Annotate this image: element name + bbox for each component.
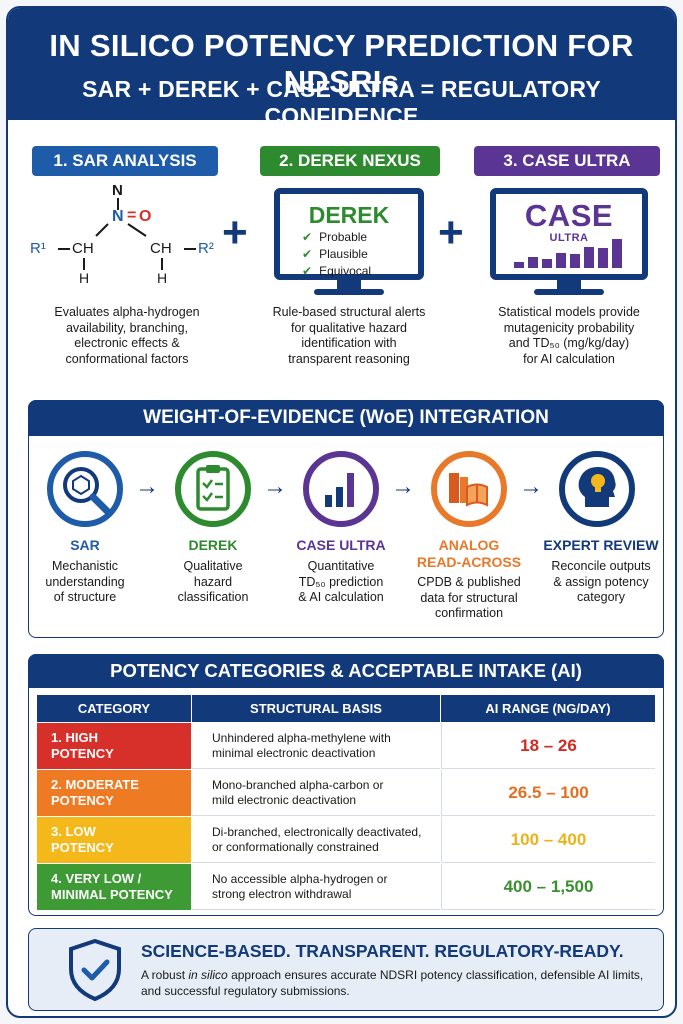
case-screen-title: CASE bbox=[524, 198, 614, 233]
case-bar bbox=[584, 247, 594, 268]
monitor-stand bbox=[337, 280, 361, 290]
woe-sar-circle bbox=[47, 451, 123, 527]
case-ultra-screen: CASE ULTRA bbox=[490, 188, 648, 280]
case-ultra-monitor: CASE ULTRA bbox=[490, 188, 648, 298]
infographic-frame: IN SILICO POTENCY PREDICTION FOR NDSRIs … bbox=[6, 6, 677, 1018]
header-category: CATEGORY bbox=[37, 695, 191, 722]
case-screen-subtitle: ULTRA bbox=[549, 232, 589, 244]
case-bar bbox=[612, 239, 622, 268]
header-banner: IN SILICO POTENCY PREDICTION FOR NDSRIs … bbox=[8, 8, 675, 129]
footer-text: A robust in silico approach ensures accu… bbox=[141, 968, 644, 998]
case-bar bbox=[556, 253, 566, 268]
woe-derek-circle bbox=[175, 451, 251, 527]
woe-case-label: CASE ULTRA bbox=[296, 537, 386, 553]
case-ultra-pill: 3. CASE ULTRA bbox=[474, 146, 660, 176]
footer-banner: SCIENCE-BASED. TRANSPARENT. REGULATORY-R… bbox=[28, 928, 664, 1011]
page-subtitle: SAR + DEREK + CASE ULTRA = REGULATORY CO… bbox=[82, 76, 601, 129]
derek-monitor: DEREK ✔Probable ✔Plausible ✔Equivocal bbox=[274, 188, 424, 298]
derek-equivocal: ✔Equivocal bbox=[302, 264, 372, 278]
check-icon: ✔ bbox=[302, 247, 313, 261]
flow-arrow-icon: → bbox=[391, 473, 415, 500]
case-bar bbox=[570, 254, 580, 268]
page-title: IN SILICO POTENCY PREDICTION FOR NDSRIs bbox=[49, 28, 634, 99]
flow-arrow-icon: → bbox=[519, 473, 543, 500]
sar-analysis-pill: 1. SAR ANALYSIS bbox=[32, 146, 218, 176]
molecule-oxygen: O bbox=[139, 208, 152, 225]
potency-range-cell: 100 – 400 bbox=[441, 817, 655, 863]
molecule-nitrogen: N bbox=[112, 208, 124, 225]
potency-basis-cell: Di-branched, electronically deactivated,… bbox=[192, 817, 440, 863]
potency-category-cell: 4. VERY LOW /MINIMAL POTENCY bbox=[37, 864, 191, 910]
potency-range-cell: 400 – 1,500 bbox=[441, 864, 655, 910]
woe-title-bar: WEIGHT-OF-EVIDENCE (WoE) INTEGRATION bbox=[28, 400, 664, 436]
bar-chart-icon bbox=[325, 473, 354, 507]
woe-derek-label: DEREK bbox=[188, 537, 238, 553]
woe-sar-label: SAR bbox=[70, 537, 100, 553]
monitor-base bbox=[534, 289, 604, 295]
head-lightbulb-icon bbox=[578, 467, 616, 507]
check-icon: ✔ bbox=[302, 264, 313, 278]
magnifier-molecule-icon bbox=[63, 467, 111, 515]
woe-panel: WEIGHT-OF-EVIDENCE (WoE) INTEGRATION bbox=[28, 400, 664, 638]
potency-range-cell: 18 – 26 bbox=[441, 723, 655, 769]
potency-panel: POTENCY CATEGORIES & ACCEPTABLE INTAKE (… bbox=[28, 654, 664, 916]
case-bar bbox=[514, 262, 524, 268]
case-bar-chart bbox=[514, 238, 626, 268]
monitor-base bbox=[314, 289, 384, 295]
molecule-ch-left: CH bbox=[72, 240, 94, 257]
nitrosamine-structure: N N = O R¹ CH CH R² H H bbox=[26, 182, 226, 286]
molecule-double-bond: = bbox=[127, 207, 137, 224]
plus-sign-2: + bbox=[438, 208, 464, 257]
woe-expert-circle bbox=[559, 451, 635, 527]
books-icon bbox=[449, 473, 488, 507]
molecule-bonds-icon bbox=[58, 198, 196, 270]
flow-arrow-icon: → bbox=[135, 473, 159, 500]
molecule-r1: R¹ bbox=[30, 240, 46, 257]
footer-title: SCIENCE-BASED. TRANSPARENT. REGULATORY-R… bbox=[141, 941, 624, 961]
potency-range-cell: 26.5 – 100 bbox=[441, 770, 655, 816]
woe-case-ultra-circle bbox=[303, 451, 379, 527]
monitor-stand bbox=[557, 280, 581, 290]
shield-check-icon bbox=[69, 938, 121, 1002]
woe-expert-label: EXPERT REVIEW bbox=[543, 537, 659, 553]
derek-screen: DEREK ✔Probable ✔Plausible ✔Equivocal bbox=[274, 188, 424, 280]
molecule-ch-right: CH bbox=[150, 240, 172, 257]
derek-nexus-pill: 2. DEREK NEXUS bbox=[260, 146, 440, 176]
case-bar bbox=[542, 259, 552, 268]
derek-probable: ✔Probable bbox=[302, 230, 368, 244]
header-ai-range: AI RANGE (NG/DAY) bbox=[441, 695, 655, 722]
derek-screen-title: DEREK bbox=[308, 202, 390, 228]
case-bar bbox=[528, 257, 538, 268]
potency-title-bar: POTENCY CATEGORIES & ACCEPTABLE INTAKE (… bbox=[28, 654, 664, 688]
case-bar bbox=[598, 248, 608, 268]
derek-plausible: ✔Plausible bbox=[302, 247, 368, 261]
check-icon: ✔ bbox=[302, 230, 313, 244]
plus-sign-1: + bbox=[222, 208, 248, 257]
molecule-n-top: N bbox=[112, 182, 123, 199]
woe-analog-circle bbox=[431, 451, 507, 527]
flow-arrow-icon: → bbox=[263, 473, 287, 500]
header-structural-basis: STRUCTURAL BASIS bbox=[192, 695, 440, 722]
molecule-h-right: H bbox=[157, 270, 168, 286]
clipboard-check-icon bbox=[196, 465, 230, 511]
molecule-h-left: H bbox=[79, 270, 90, 286]
molecule-r2: R² bbox=[198, 240, 214, 257]
